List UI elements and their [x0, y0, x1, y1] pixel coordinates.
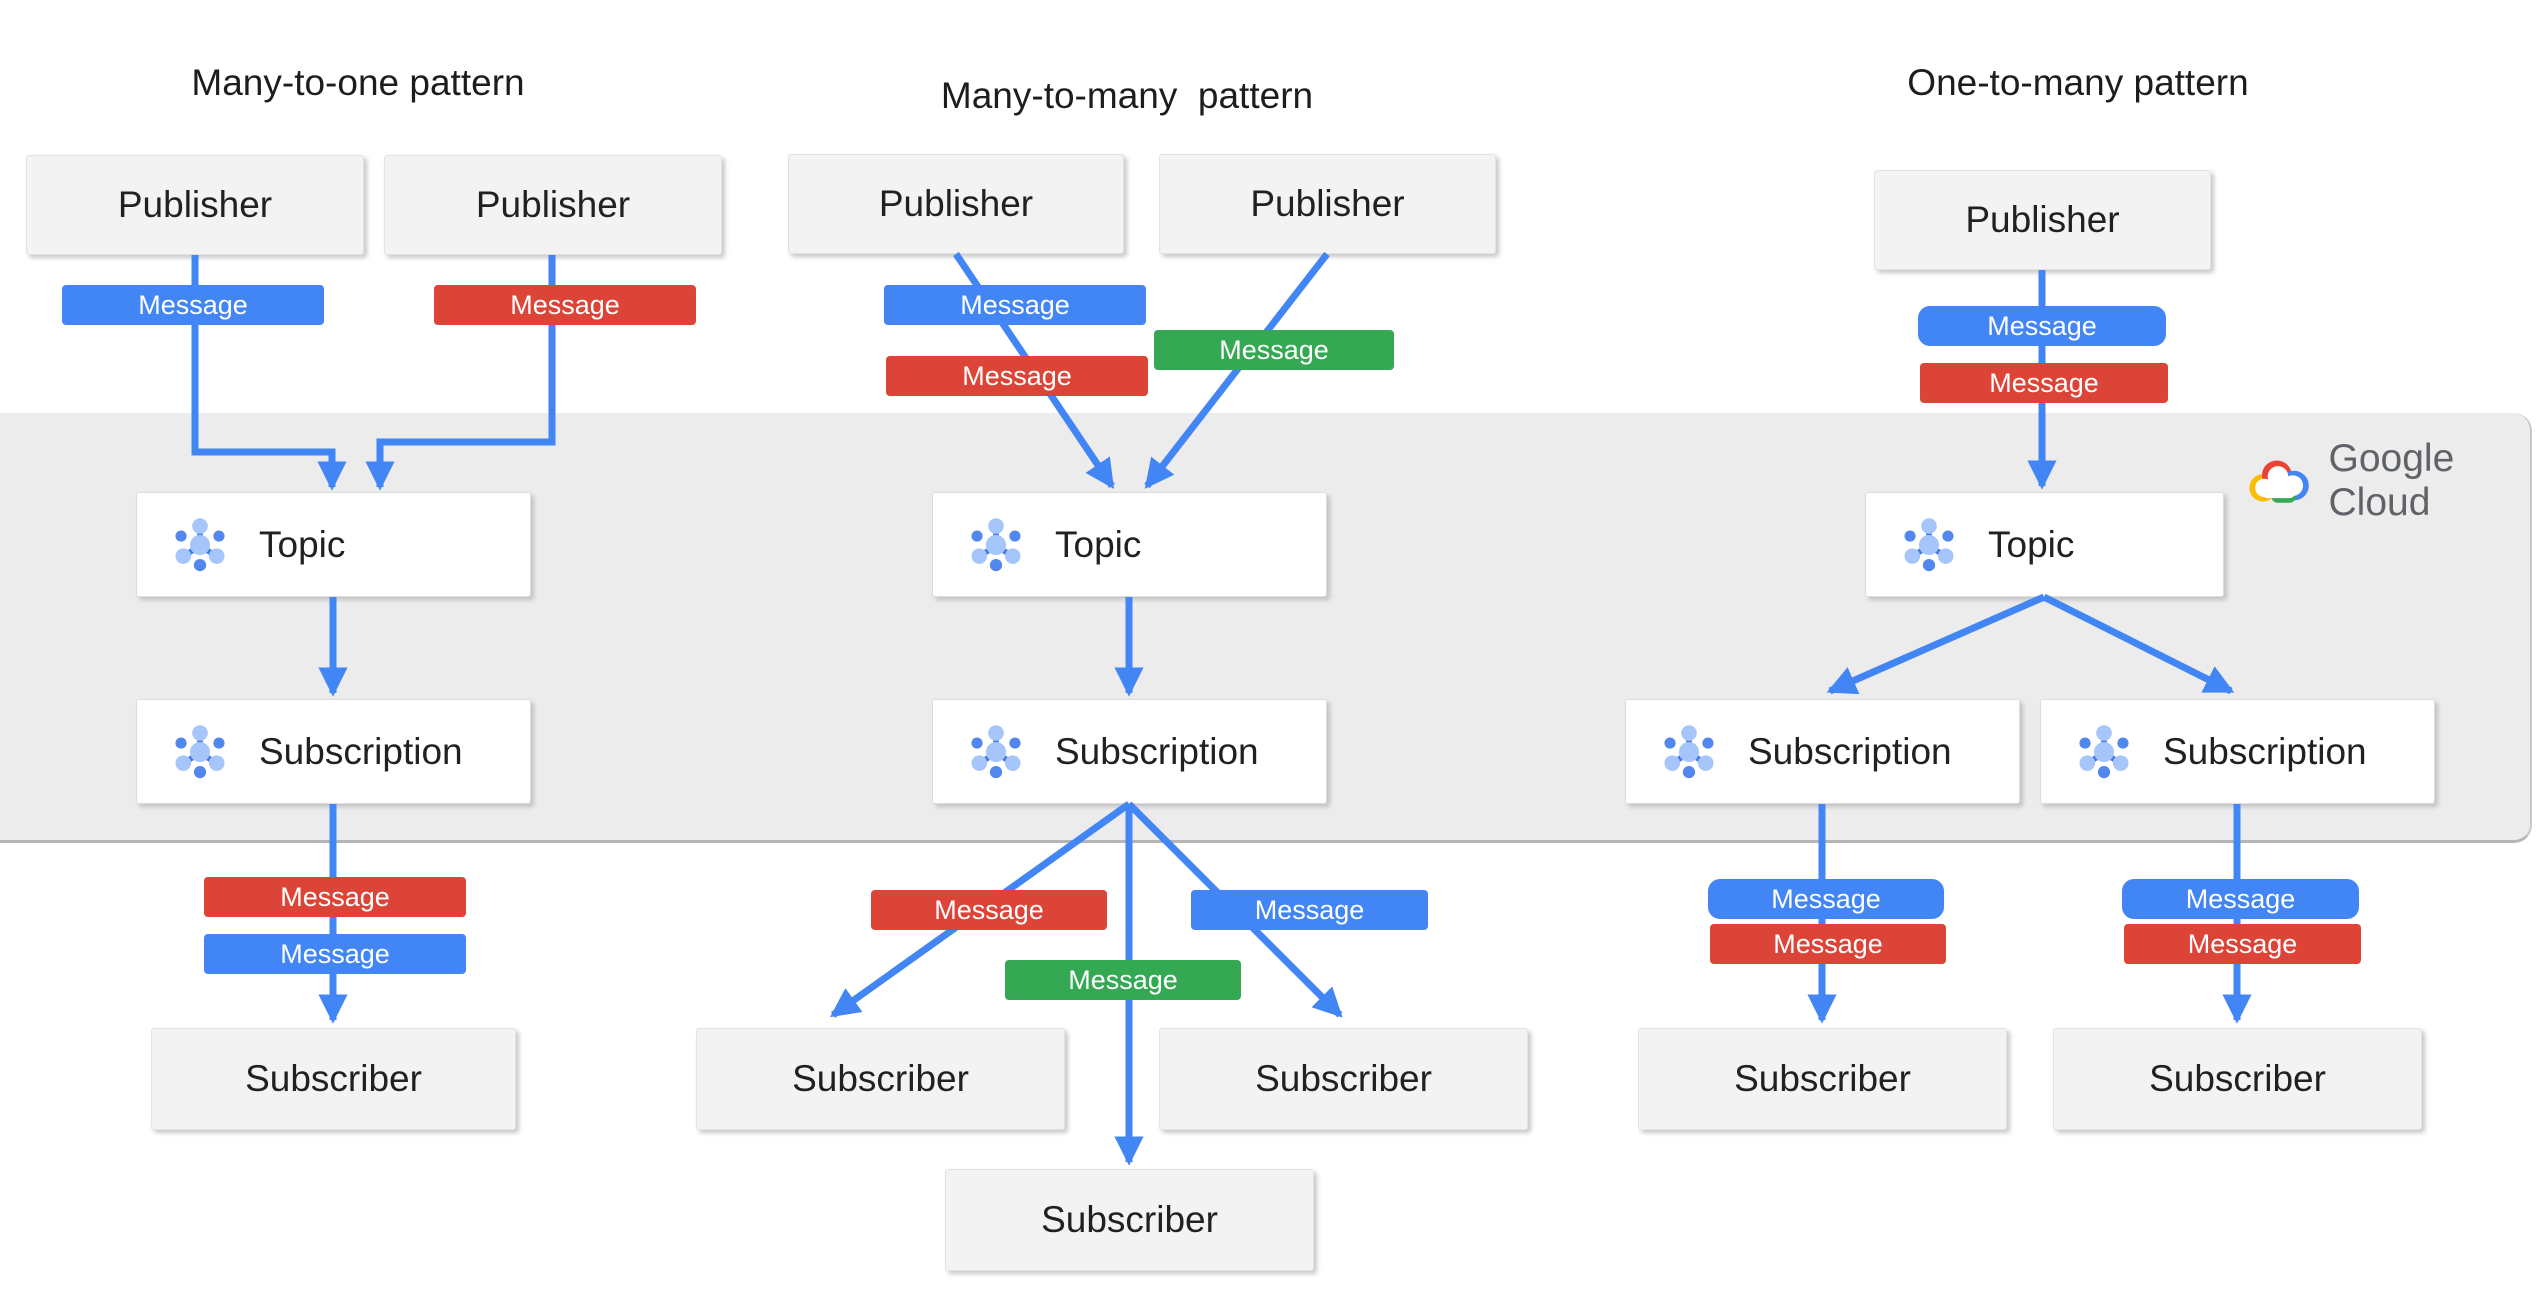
message-badge-blue: Message — [1918, 306, 2166, 346]
publisher-box: Publisher — [1159, 154, 1496, 254]
message-badge-blue: Message — [204, 934, 466, 974]
message-badge-red: Message — [434, 285, 696, 325]
message-badge-blue: Message — [1191, 890, 1428, 930]
subscriber-label: Subscriber — [1734, 1058, 1911, 1099]
topic-box: Topic — [932, 492, 1327, 597]
google-cloud-icon — [2249, 460, 2309, 503]
pubsub-subscription-icon — [1664, 724, 1714, 778]
pattern-title-many-to-many: Many-to-many pattern — [940, 75, 1314, 116]
publisher-box: Publisher — [26, 155, 364, 255]
subscription-label: Subscription — [1055, 730, 1259, 772]
topic-box: Topic — [1865, 492, 2224, 597]
subscription-box: Subscription — [136, 699, 531, 804]
subscriber-box: Subscriber — [151, 1028, 516, 1130]
google-cloud-logo: Google Cloud — [2246, 437, 2538, 525]
message-badge-red: Message — [871, 890, 1107, 930]
publisher-label: Publisher — [1965, 199, 2120, 240]
message-badge-blue: Message — [1708, 879, 1944, 919]
pubsub-topic-icon — [1904, 517, 1954, 571]
pattern-title-many-to-one: Many-to-one pattern — [191, 62, 525, 103]
publisher-label: Publisher — [1250, 183, 1405, 224]
publisher-box: Publisher — [1874, 170, 2211, 270]
subscriber-label: Subscriber — [1255, 1058, 1432, 1099]
message-badge-red: Message — [1710, 924, 1946, 964]
pattern-title-one-to-many: One-to-many pattern — [1907, 62, 2249, 103]
pubsub-subscription-icon — [175, 724, 225, 778]
message-badge-blue: Message — [884, 285, 1146, 325]
subscriber-label: Subscriber — [792, 1058, 969, 1099]
subscriber-label: Subscriber — [2149, 1058, 2326, 1099]
subscriber-box: Subscriber — [945, 1169, 1314, 1271]
subscription-box: Subscription — [932, 699, 1327, 804]
publisher-label: Publisher — [878, 183, 1034, 224]
pubsub-topic-icon — [175, 517, 225, 571]
subscription-label: Subscription — [259, 730, 463, 772]
subscriber-box: Subscriber — [696, 1028, 1065, 1130]
subscriber-box: Subscriber — [1638, 1028, 2007, 1130]
publisher-box: Publisher — [384, 155, 722, 255]
publisher-label: Publisher — [117, 184, 273, 225]
topic-label: Topic — [1055, 523, 1142, 565]
subscriber-label: Subscriber — [245, 1058, 422, 1099]
pubsub-subscription-icon — [971, 724, 1021, 778]
topic-label: Topic — [1988, 523, 2075, 565]
publisher-label: Publisher — [475, 184, 631, 225]
publisher-box: Publisher — [788, 154, 1124, 254]
message-badge-red: Message — [2124, 924, 2361, 964]
message-badge-red: Message — [1920, 363, 2168, 403]
subscriber-box: Subscriber — [1159, 1028, 1528, 1130]
subscription-box: Subscription — [2040, 699, 2435, 804]
subscription-box: Subscription — [1625, 699, 2020, 804]
subscriber-box: Subscriber — [2053, 1028, 2422, 1130]
message-badge-blue: Message — [62, 285, 324, 325]
message-badge-red: Message — [886, 356, 1148, 396]
topic-label: Topic — [259, 523, 346, 565]
subscription-label: Subscription — [2163, 730, 2367, 772]
pubsub-topic-icon — [971, 517, 1021, 571]
message-badge-red: Message — [204, 877, 466, 917]
message-badge-green: Message — [1005, 960, 1241, 1000]
pubsub-subscription-icon — [2079, 724, 2129, 778]
subscriber-label: Subscriber — [1041, 1199, 1218, 1240]
topic-box: Topic — [136, 492, 531, 597]
subscription-label: Subscription — [1748, 730, 1952, 772]
google-cloud-wordmark: Google Cloud — [2328, 437, 2455, 524]
message-badge-blue: Message — [2122, 879, 2359, 919]
message-badge-green: Message — [1154, 330, 1394, 370]
